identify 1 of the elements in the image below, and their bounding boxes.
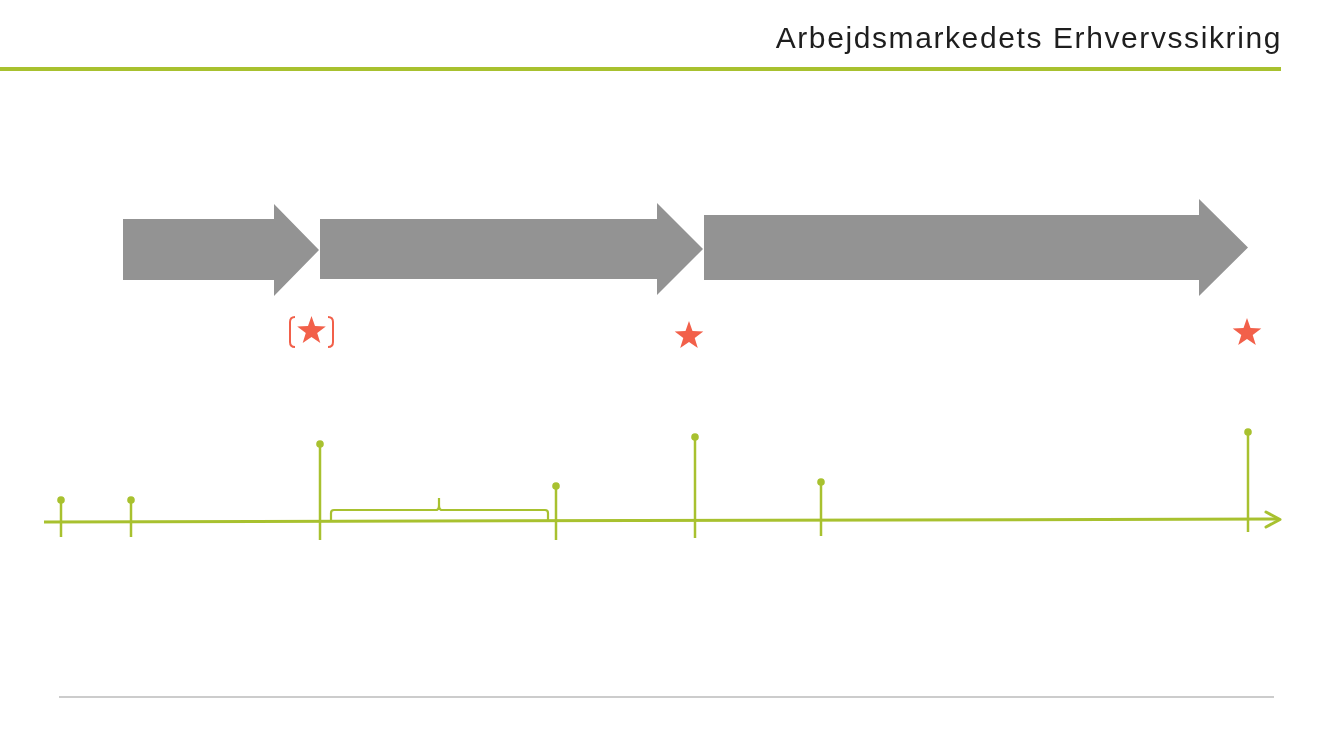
page-title: Arbejdsmarkedets Erhvervssikring xyxy=(775,22,1282,54)
